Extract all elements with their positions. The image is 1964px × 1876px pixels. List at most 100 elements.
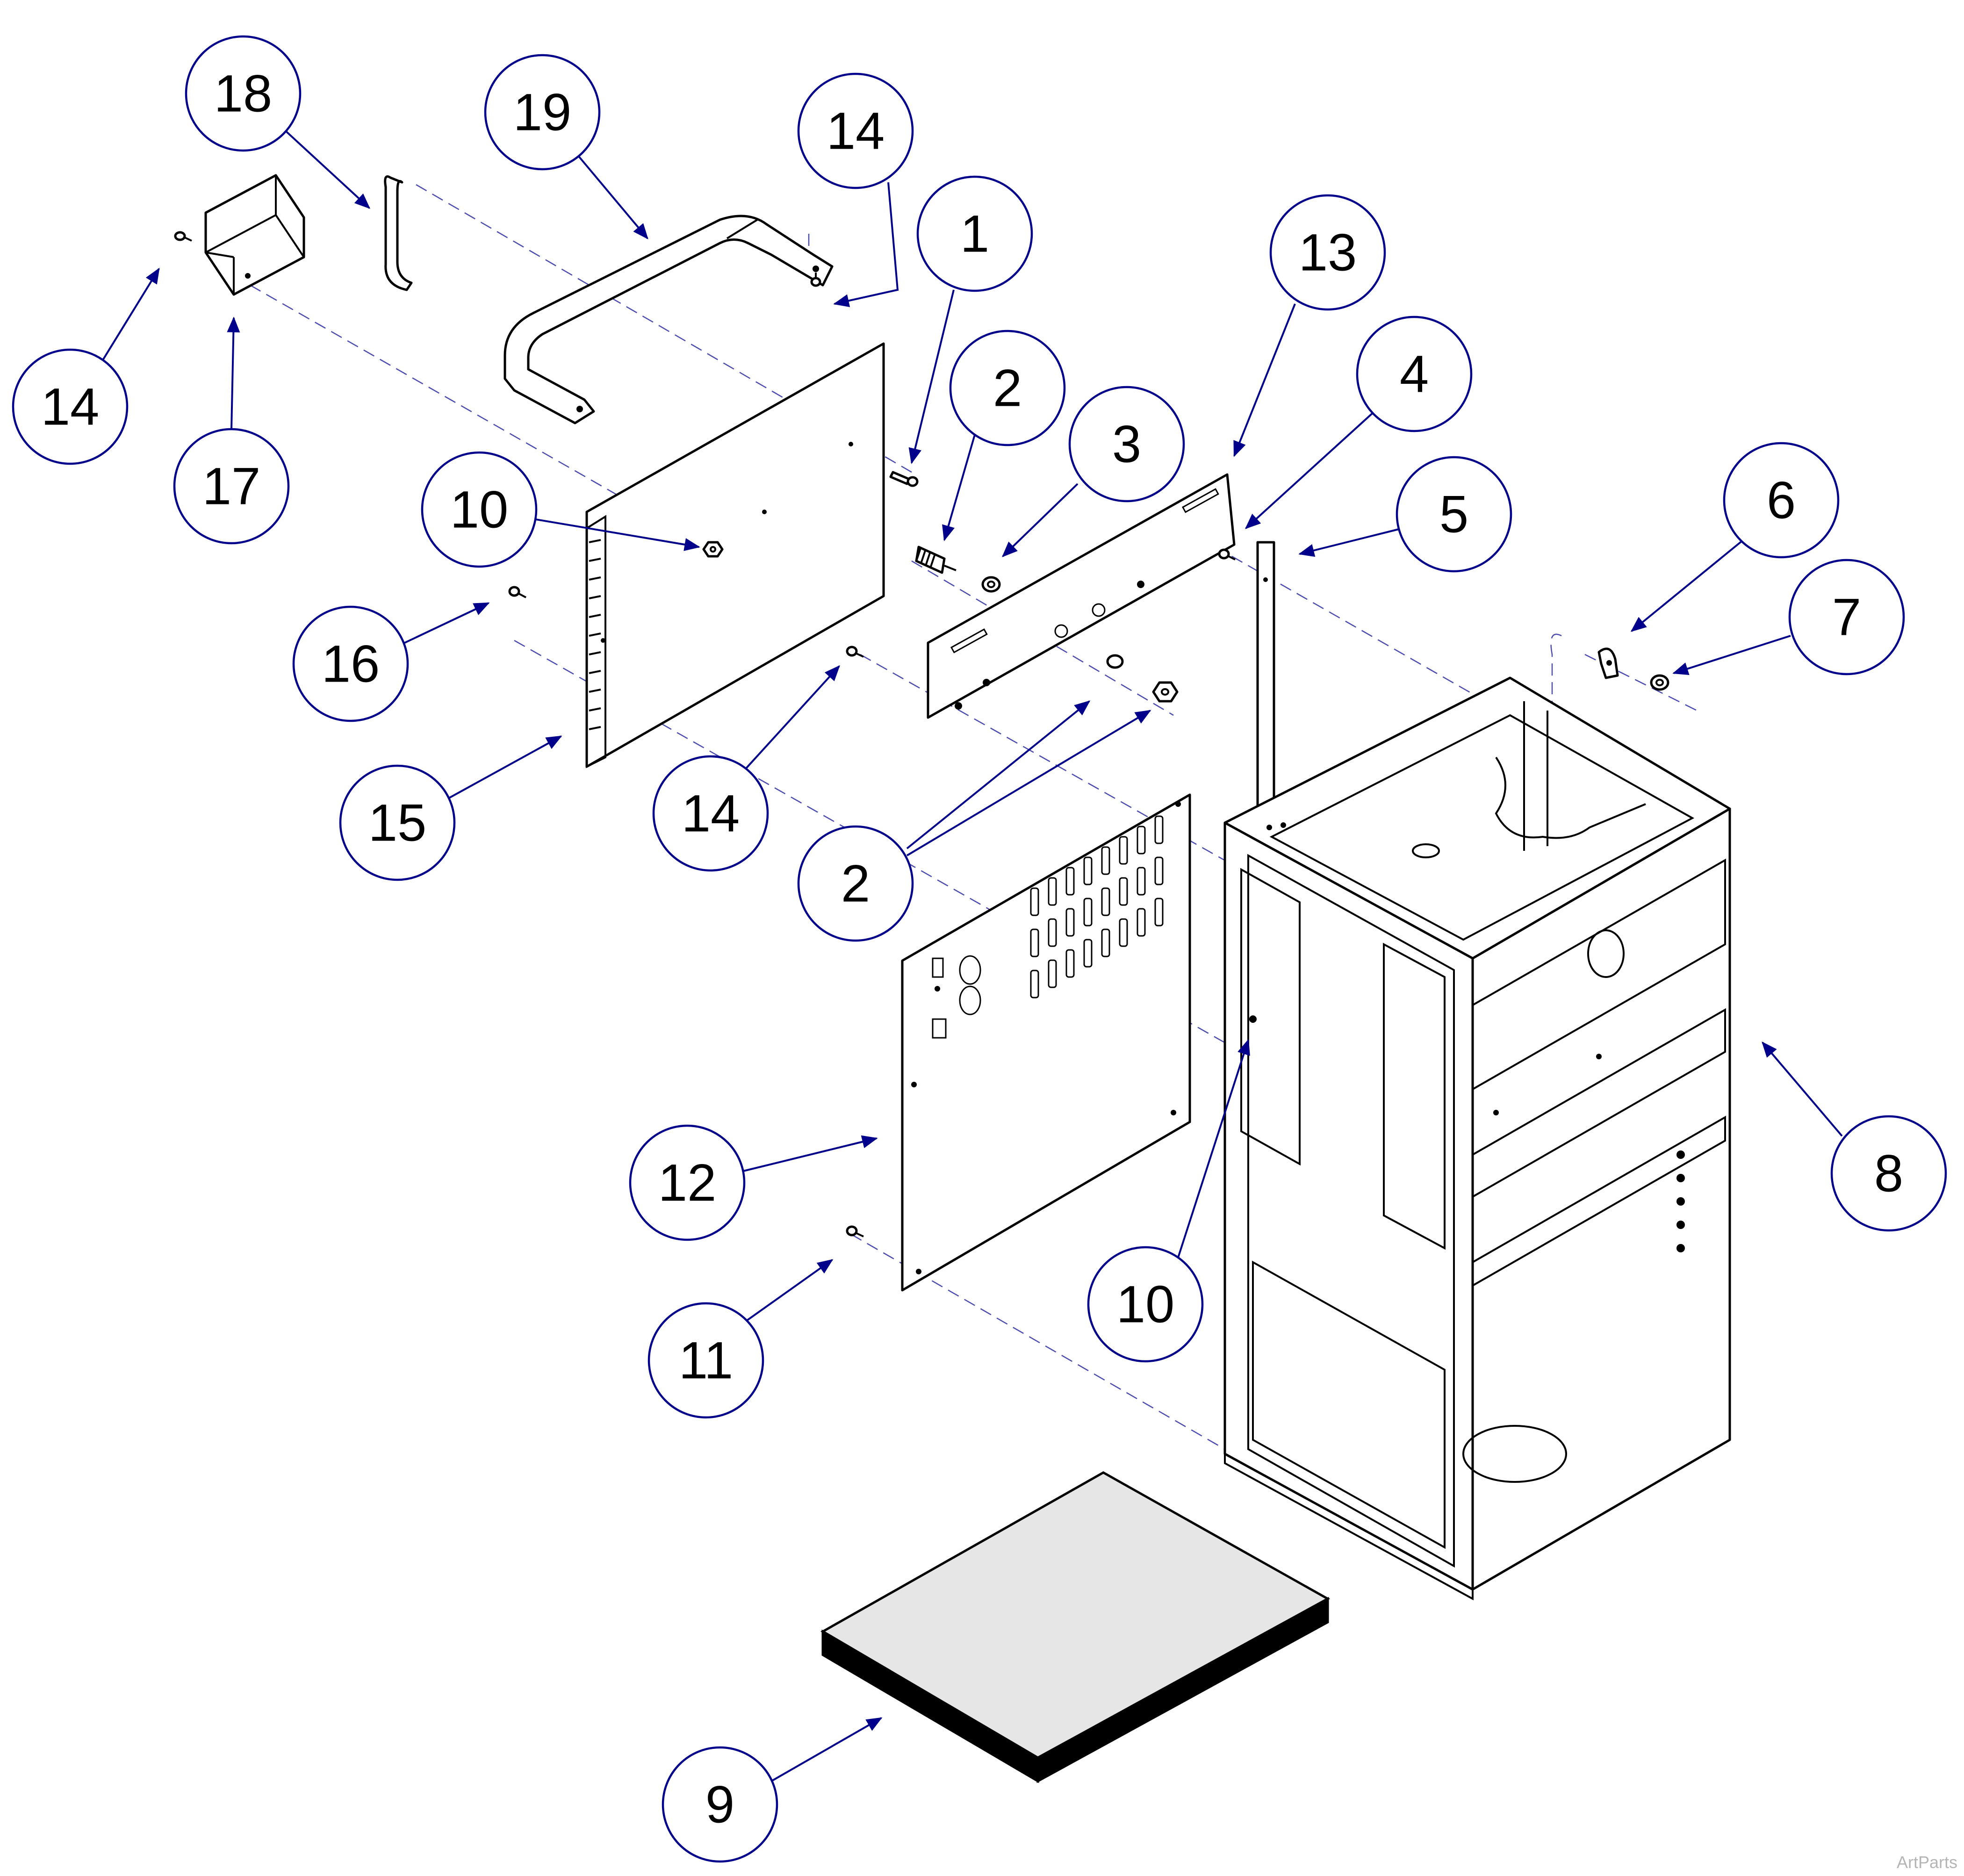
callout-number: 15: [368, 794, 427, 852]
callout-number: 9: [705, 1775, 734, 1834]
callout-number: 14: [827, 102, 885, 160]
handle-part-19: [504, 215, 834, 424]
screw-part-14-top: [810, 273, 821, 287]
callout-circle: [421, 451, 538, 568]
leader-line-3: [1001, 483, 1079, 557]
leader-line-11: [742, 1259, 834, 1324]
callout-number: 10: [1116, 1275, 1175, 1334]
callout-17: 17: [173, 428, 290, 545]
callout-circle: [797, 72, 914, 189]
callout-number: 2: [993, 359, 1022, 417]
vent-slot: [1065, 908, 1075, 937]
leader-line-10: [532, 518, 700, 551]
callout-circle: [652, 755, 769, 872]
vent-slot: [1154, 856, 1164, 885]
callout-circle: [173, 428, 290, 545]
leader-line-14: [833, 182, 899, 307]
leader-line-2-2: [906, 710, 1151, 856]
screw-part-14-left: [174, 231, 192, 242]
leader-line-2-1: [906, 700, 1091, 849]
callout-circle: [1788, 559, 1905, 676]
callout-number: 7: [1832, 588, 1861, 647]
vent-slot: [1137, 826, 1146, 855]
cabinet-frame-part-8: [1223, 676, 1731, 1601]
leader-line-15: [446, 735, 562, 800]
vent-slot: [1048, 918, 1057, 947]
callout-3: 3: [1068, 386, 1185, 503]
callout-circle: [1087, 1246, 1204, 1363]
callout-1: 1: [916, 175, 1033, 292]
callout-10: 10: [1087, 1246, 1204, 1363]
mounting-bar-part-13: [927, 473, 1236, 719]
vent-slot: [1083, 939, 1093, 968]
callout-number: 5: [1439, 485, 1468, 544]
frame-holes: [1249, 822, 1685, 1252]
callout-number: 3: [1112, 415, 1141, 474]
callout-number: 2: [841, 855, 870, 913]
strip-part-5: [1256, 541, 1275, 827]
vent-slot: [1101, 887, 1110, 916]
vent-slot: [1137, 867, 1146, 896]
leader-line-14: [742, 665, 840, 772]
callout-10: 10: [421, 451, 538, 568]
clip-part-6: [1597, 647, 1619, 679]
vent-slot: [1137, 908, 1146, 937]
vent-slot: [1065, 867, 1075, 896]
callout-circle: [339, 764, 456, 881]
leader-line-10: [1177, 1039, 1250, 1258]
callout-circle: [949, 330, 1066, 446]
vent-slot: [1048, 959, 1057, 988]
washer-part-3: [981, 576, 1001, 593]
vent-slot: [1030, 928, 1039, 957]
callout-circle: [484, 54, 601, 171]
leader-line-12: [743, 1135, 878, 1172]
callout-15: 15: [339, 764, 456, 881]
callout-2: 2: [797, 825, 914, 942]
vent-slot: [1048, 877, 1057, 906]
vent-slot: [1083, 856, 1093, 885]
nut-part-7: [1650, 674, 1669, 691]
callout-number: 18: [214, 65, 273, 123]
screw-part-1: [889, 471, 919, 487]
leader-line-1: [908, 289, 955, 464]
callout-circle: [1068, 386, 1185, 503]
callout-circle: [12, 348, 129, 465]
door-hinge: [589, 539, 601, 730]
leader-line-6: [1630, 537, 1747, 632]
callout-number: 8: [1874, 1144, 1903, 1203]
callout-7: 7: [1788, 559, 1905, 676]
vent-slots: [1030, 815, 1164, 999]
callout-5: 5: [1396, 456, 1512, 573]
callout-4: 4: [1356, 316, 1473, 432]
nut-part-10-upper: [702, 541, 724, 558]
vent-slot: [1154, 898, 1164, 927]
leader-line-2: [942, 434, 976, 541]
leader-line-4: [1245, 410, 1375, 529]
vent-slot: [1101, 846, 1110, 875]
leader-line-7: [1672, 635, 1791, 675]
leader-line-8: [1762, 1041, 1843, 1137]
callout-circle: [185, 35, 302, 152]
callout-number: 10: [450, 481, 509, 539]
base-pad-part-9: [820, 1471, 1331, 1783]
callout-number: 6: [1767, 471, 1796, 530]
callout-16: 16: [292, 605, 409, 722]
bracket-part-17: [204, 174, 305, 296]
screw-part-11: [846, 1225, 864, 1237]
callout-circle: [1356, 316, 1473, 432]
vent-slot: [1154, 815, 1164, 844]
screw-part-4: [1218, 548, 1236, 561]
callout-number: 14: [682, 784, 740, 843]
callout-18: 18: [185, 35, 302, 152]
leader-line-18: [280, 125, 371, 209]
callout-number: 1: [960, 205, 989, 263]
callout-circle: [647, 1302, 764, 1419]
callout-number: 13: [1299, 223, 1357, 282]
leader-line-16: [399, 602, 490, 646]
callout-number: 11: [679, 1331, 733, 1390]
spring-plunger-part-2: [915, 546, 957, 574]
washer-nut-part-2: [1106, 654, 1179, 703]
callout-number: 14: [41, 378, 100, 436]
callout-circle: [662, 1746, 778, 1863]
